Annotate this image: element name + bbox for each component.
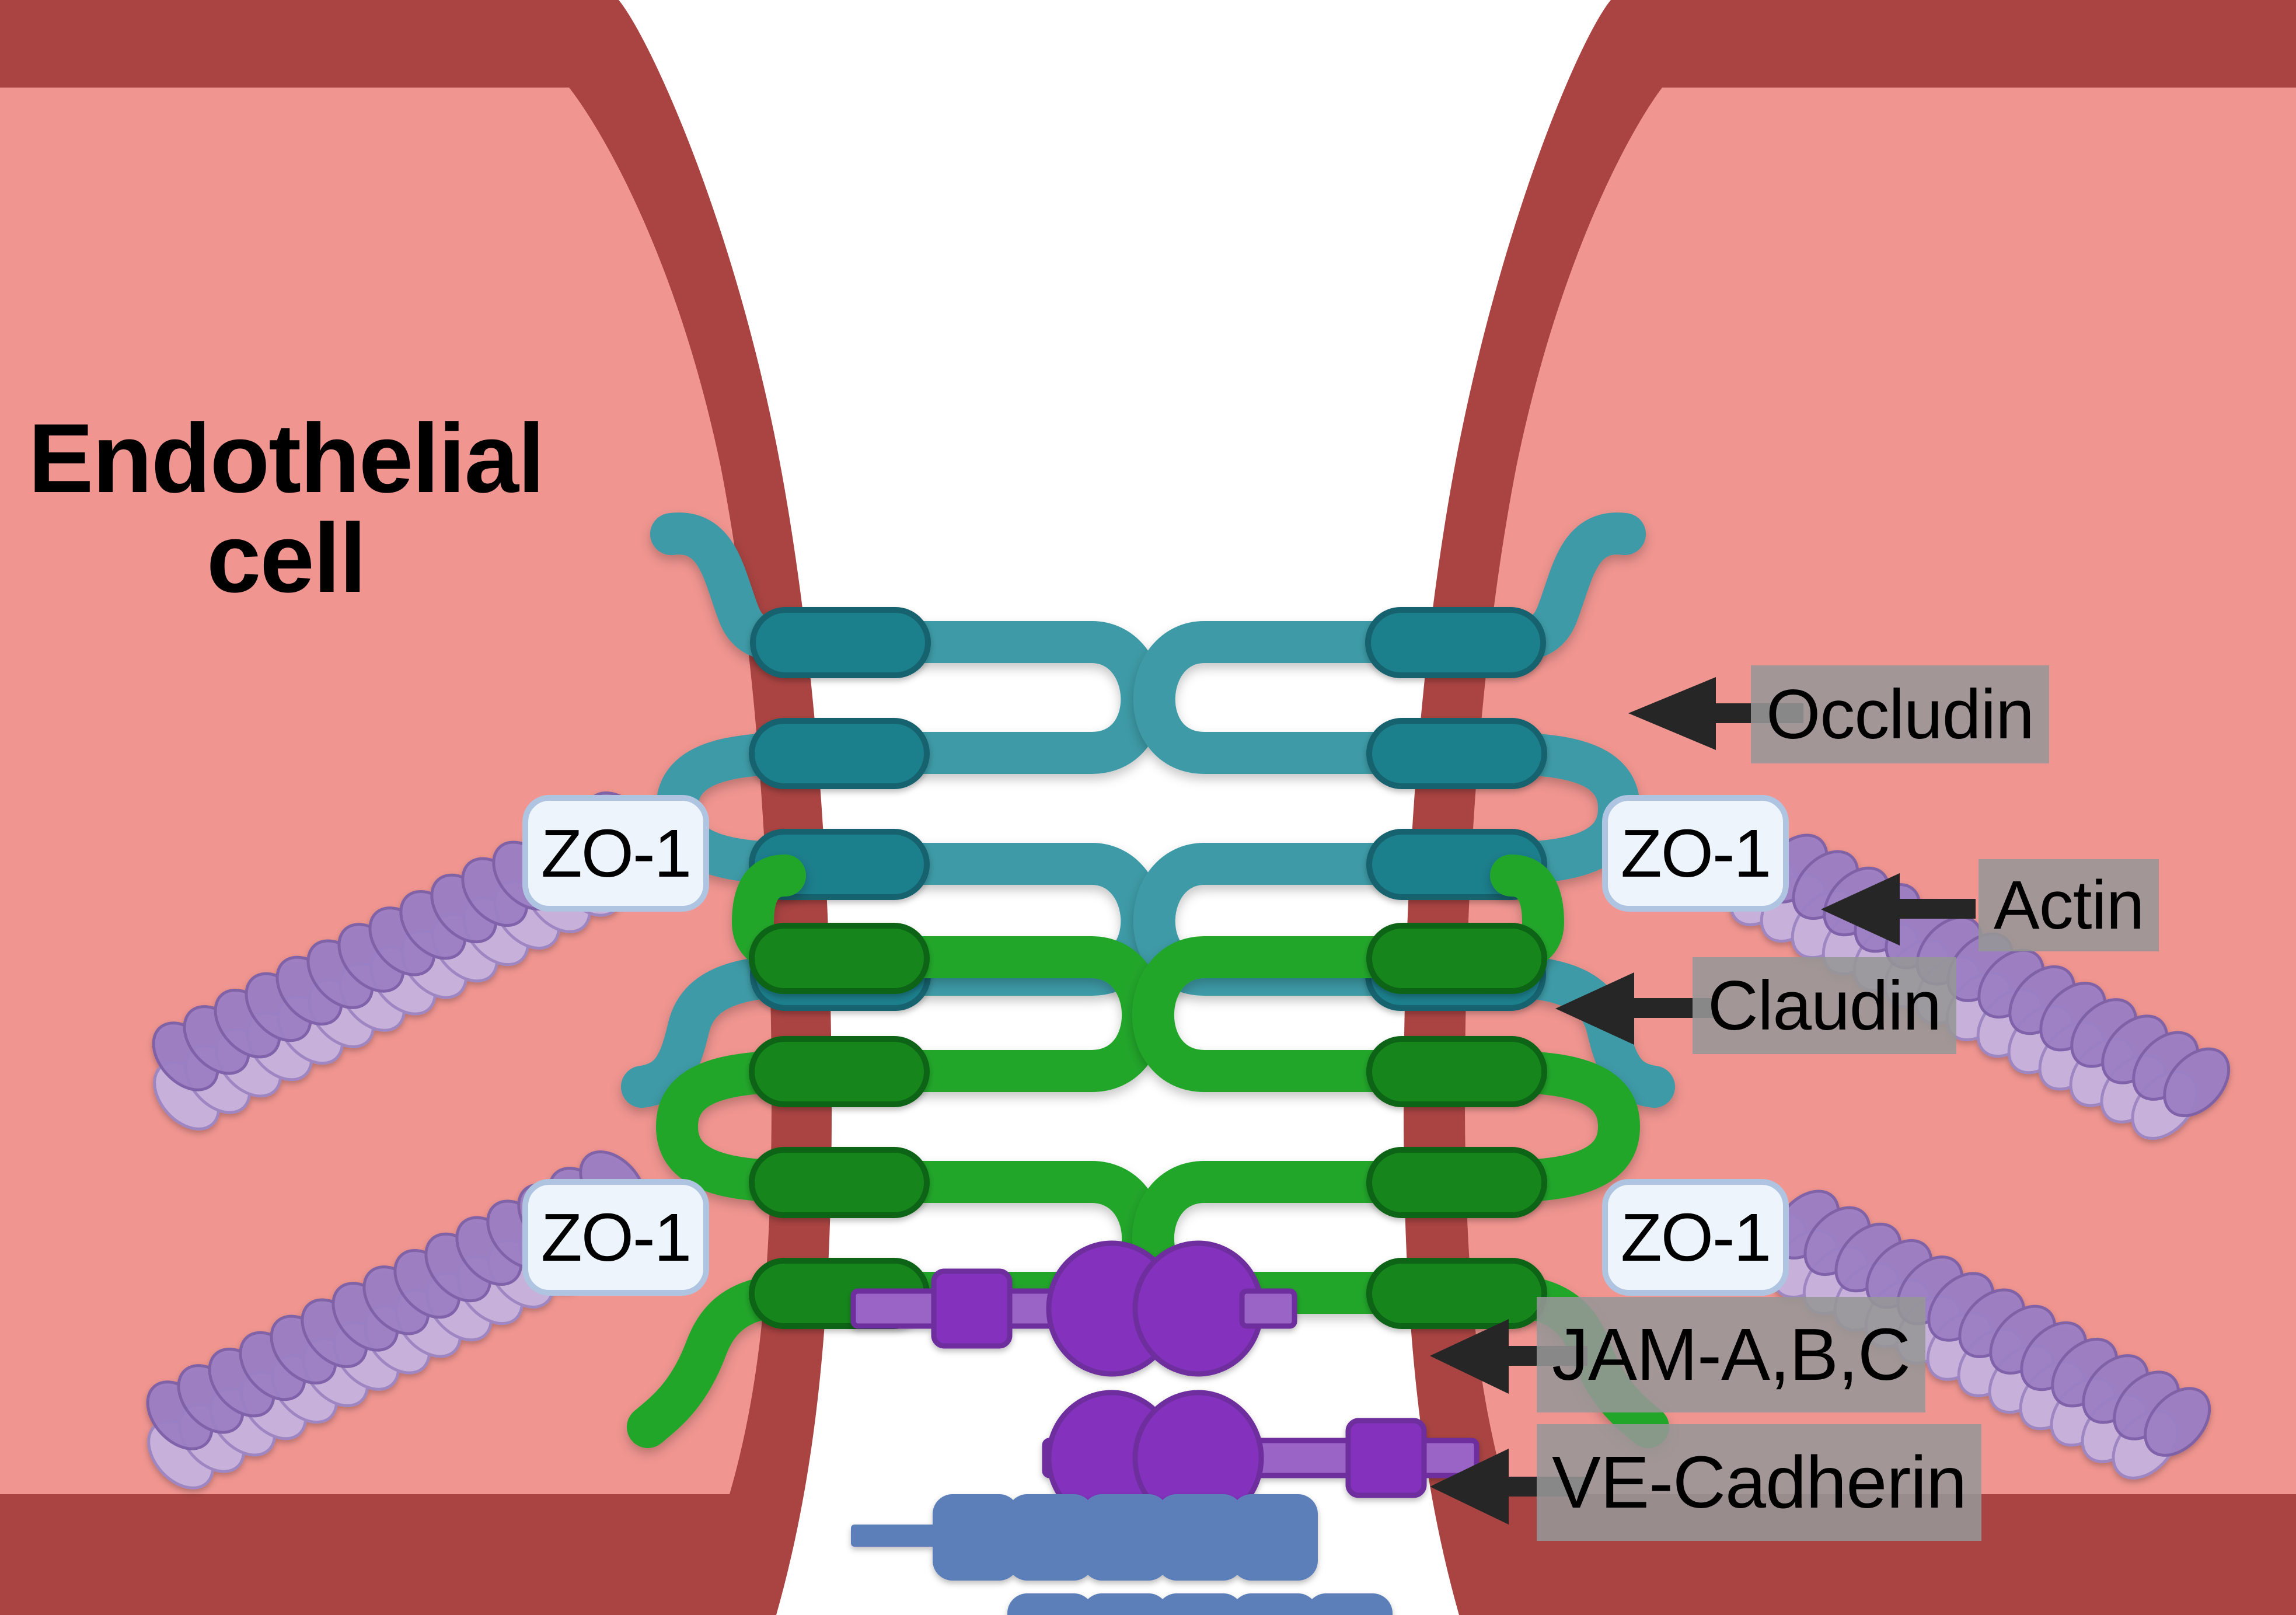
zo1-badge-lower-right[interactable]: ZO-1 [1602,1179,1789,1296]
zo1-badge-upper-right[interactable]: ZO-1 [1602,795,1789,912]
cell-title-line1: Endothelial [28,403,545,513]
label-occludin[interactable]: Occludin [1751,665,2049,763]
claudin-membrane-domains-right [1366,923,1547,1329]
label-ve-cadherin[interactable]: VE-Cadherin [1537,1424,1982,1541]
jam-molecule-lower [1042,1390,1480,1526]
label-actin[interactable]: Actin [1979,859,2159,951]
cell-cytoplasm-right [1465,88,2296,1494]
cell-title-line2: cell [206,503,367,613]
cell-cytoplasm-left [0,88,772,1494]
ve-cadherin-molecule-lower [1007,1593,1393,1615]
arrow-actin [1821,873,1976,946]
label-claudin[interactable]: Claudin [1693,957,1956,1054]
zo1-badge-upper-left[interactable]: ZO-1 [522,795,709,912]
zo1-badge-lower-left[interactable]: ZO-1 [522,1179,709,1296]
label-jam[interactable]: JAM-A,B,C [1537,1297,1926,1412]
page-title: Endothelial cell [23,403,549,613]
ve-cadherin-molecule-upper [851,1494,1318,1581]
jam-molecule-upper [850,1240,1297,1377]
